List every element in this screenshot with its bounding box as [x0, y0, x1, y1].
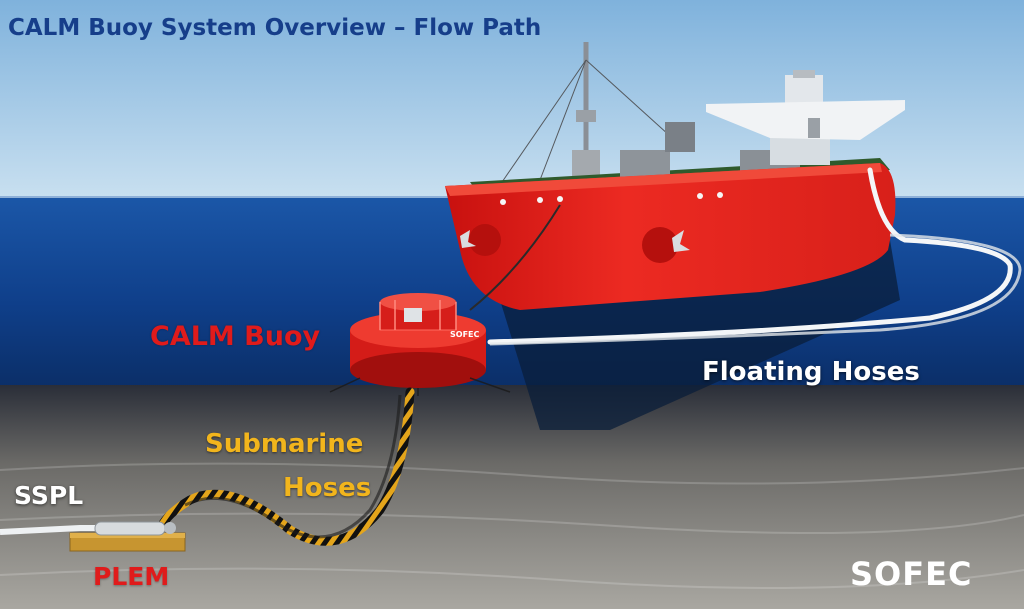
sspl-label: SSPL [14, 481, 84, 510]
diagram-title: CALM Buoy System Overview – Flow Path [8, 15, 542, 41]
plem-manifold [69, 521, 186, 552]
seabed [0, 385, 1024, 609]
svg-text:SOFEC: SOFEC [850, 555, 972, 591]
svg-text:SOFEC: SOFEC [450, 330, 479, 339]
submarine-hoses-label-line1: Submarine [205, 429, 364, 459]
floating-hose-line [487, 167, 1013, 345]
calm-buoy: SOFEC [350, 293, 486, 388]
sspl-pipeline [0, 525, 110, 535]
floating-hoses-label: Floating Hoses [702, 357, 920, 387]
calm-buoy-label: CALM Buoy [150, 321, 321, 352]
submarine-hoses-label-line2: Hoses [283, 473, 372, 503]
tanker [445, 42, 905, 310]
plem-label: PLEM [93, 562, 170, 591]
sofec-logo: SOFEC [850, 555, 972, 591]
